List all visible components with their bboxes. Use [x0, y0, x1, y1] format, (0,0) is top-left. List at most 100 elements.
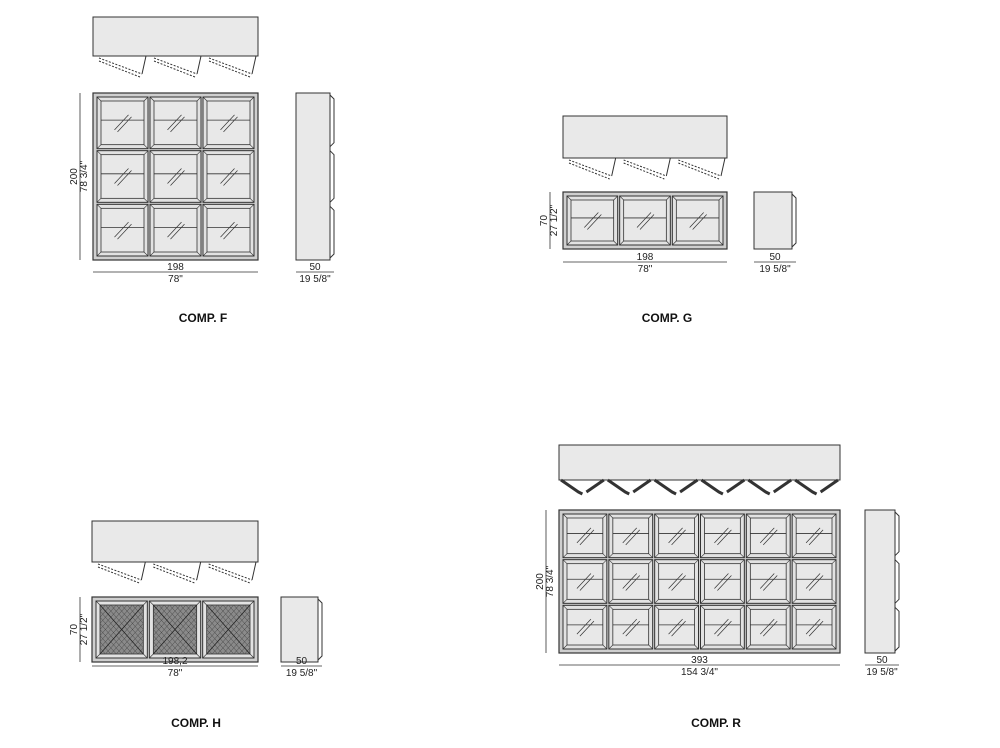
bevel [740, 553, 745, 558]
bevel [249, 204, 255, 209]
bevel [831, 513, 837, 519]
bevel [700, 605, 705, 610]
top-view-door-swing [153, 561, 202, 584]
door-panel [619, 195, 671, 246]
door-panel [202, 150, 255, 203]
bevel [202, 198, 208, 203]
top-view-door-swing [606, 478, 652, 496]
glass-reflection [759, 573, 775, 589]
door-hinge-line [665, 157, 671, 177]
glass-reflection [576, 573, 592, 589]
top-view-door-swing [747, 478, 793, 496]
bevel [143, 198, 149, 203]
top-view-door-swing [97, 561, 146, 584]
glass-reflection [117, 116, 132, 133]
glass-reflection [170, 170, 185, 186]
top-view-door-swing [568, 157, 617, 180]
door-leaf-dashed [153, 60, 196, 78]
door-hinge-line [196, 55, 202, 75]
bevel [785, 553, 791, 558]
glass-reflection [220, 221, 235, 238]
bevel [202, 150, 208, 155]
bevel [785, 644, 791, 650]
door-panel [791, 559, 837, 604]
door-leaf-dashed [678, 159, 722, 177]
bevel [202, 653, 207, 659]
glass-reflection [668, 573, 683, 589]
bevel [746, 644, 751, 650]
door-inner [570, 199, 615, 242]
composition-title: COMP. R [691, 716, 741, 730]
weave-diagonal [99, 604, 144, 655]
door-inner [612, 608, 650, 646]
door-hinge-line [196, 561, 202, 581]
bevel [249, 251, 255, 257]
bevel [143, 600, 148, 606]
bevel [831, 605, 837, 610]
bevel [202, 144, 208, 149]
door-inner [658, 563, 695, 600]
side-door-edge [317, 598, 323, 661]
bevel [694, 559, 699, 564]
top-view-door-swing [208, 55, 257, 78]
width-in-label: 78" [168, 274, 183, 285]
door-leaf-dashed [568, 162, 610, 180]
door-leaf-dashed [623, 159, 667, 177]
bevel [196, 204, 202, 209]
bevel [619, 240, 624, 246]
glass-reflection [223, 116, 238, 133]
door-leaf [794, 478, 818, 496]
glass-reflection [114, 168, 129, 184]
top-view-body [92, 16, 259, 57]
height-in-label: 78 3/4" [545, 565, 556, 597]
glass-reflection [622, 527, 638, 544]
door-inner [153, 154, 198, 199]
bevel [654, 605, 659, 610]
glass-reflection [170, 223, 185, 240]
door-inner [704, 608, 741, 646]
glass-reflection [808, 529, 824, 546]
glass-reflection [671, 575, 686, 591]
bevel [602, 559, 608, 564]
glass-reflection [636, 212, 652, 228]
glass-reflection [808, 620, 824, 637]
bevel [608, 605, 614, 610]
glass-reflection [114, 114, 129, 131]
glass-reflection [117, 223, 132, 240]
bevel [700, 553, 705, 558]
glass-reflection [692, 214, 707, 230]
bevel [202, 600, 207, 606]
door-panel [700, 559, 745, 604]
glass-reflection [220, 168, 235, 184]
bevel [602, 553, 608, 558]
bevel [562, 644, 568, 650]
side-door-edge [329, 94, 335, 148]
bevel [694, 553, 699, 558]
door-inner [749, 563, 787, 600]
width-cm-label: 198 [167, 262, 184, 273]
bevel [566, 240, 572, 246]
bevel [602, 644, 608, 650]
door-leaf-dashed [153, 57, 198, 75]
glass-reflection [668, 527, 683, 544]
door-leaf-dashed [208, 57, 253, 75]
door-inner [206, 207, 251, 253]
bevel [249, 96, 255, 102]
door-hinge-line [611, 157, 617, 177]
top-view-door-swing [98, 55, 147, 78]
height-in-label: 78 3/4" [79, 160, 90, 192]
bevel [740, 513, 745, 519]
door-panel [654, 513, 700, 559]
glass-reflection [625, 575, 641, 591]
door-panel [202, 203, 255, 257]
glass-reflection [717, 620, 732, 637]
bevel [746, 553, 751, 558]
door-panel [654, 604, 700, 650]
bevel [746, 599, 751, 604]
door-leaf-dashed [678, 162, 720, 180]
glass-reflection [625, 529, 641, 546]
door-panel [96, 150, 149, 203]
door-inner [675, 199, 720, 242]
glass-reflection [759, 618, 775, 635]
bevel [700, 599, 705, 604]
